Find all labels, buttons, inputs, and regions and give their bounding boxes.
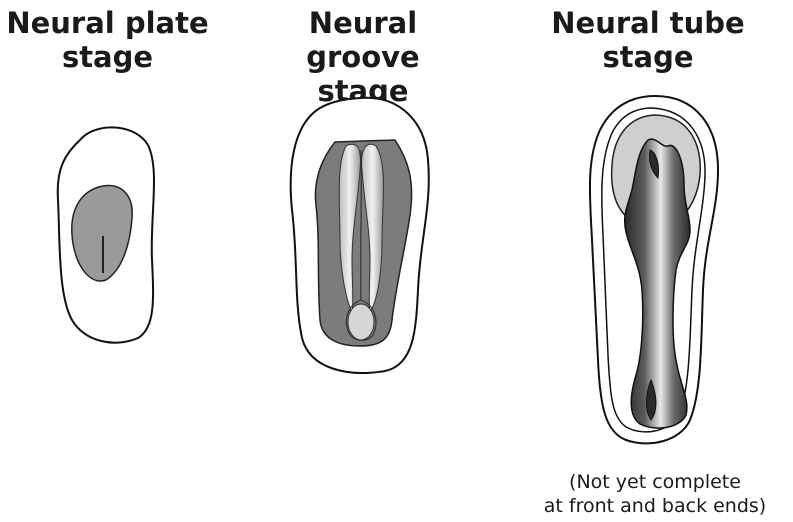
neural-groove-embryo (291, 98, 429, 373)
groove-caudal-bulb (348, 304, 374, 340)
neural-tube-embryo (590, 96, 718, 443)
incomplete-closure-note: (Not yet complete at front and back ends… (520, 470, 790, 518)
neural-plate-embryo (58, 127, 154, 342)
note-line-1: (Not yet complete (520, 470, 790, 494)
note-line-2: at front and back ends) (520, 494, 790, 518)
